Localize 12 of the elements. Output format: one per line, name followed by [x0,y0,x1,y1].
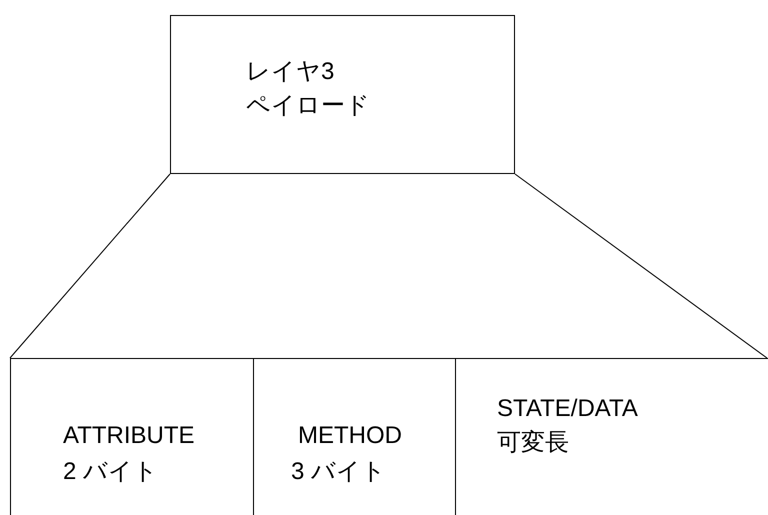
field-size: 3 バイト [291,457,386,487]
field-size: 可変長 [497,428,569,458]
field-name: ATTRIBUTE [63,421,195,451]
payload-box [170,15,515,174]
field-name: METHOD [298,421,402,451]
expansion-line [514,174,768,358]
field-name: STATE/DATA [497,394,638,424]
expansion-line [10,174,170,358]
field-size: 2 バイト [63,457,158,487]
field-cell [10,358,254,515]
box-title: レイヤ3 [246,57,334,87]
box-title: ペイロード [246,91,370,121]
